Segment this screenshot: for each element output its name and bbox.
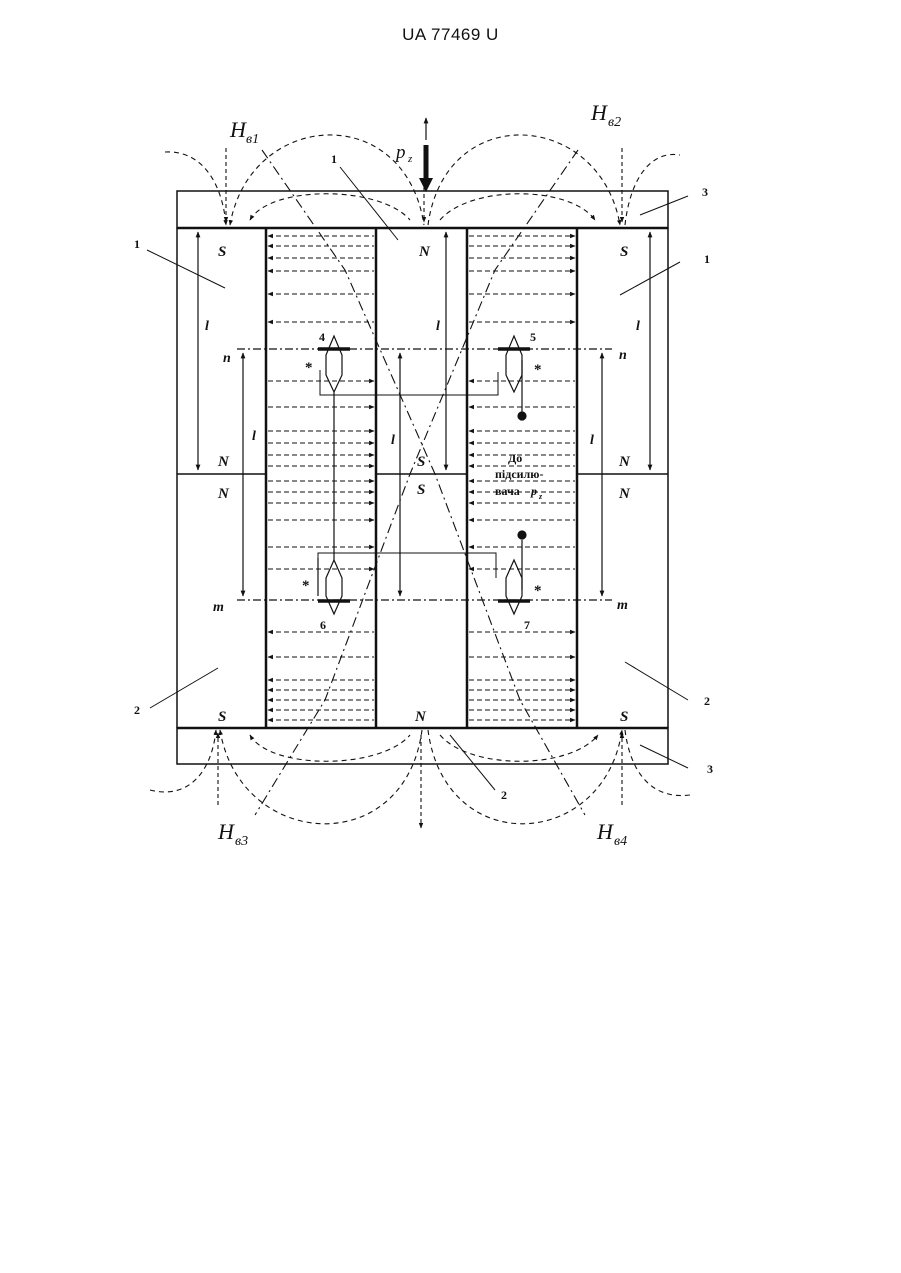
- pole-mid-left-upper: N: [217, 454, 230, 470]
- bottom-plate: [177, 728, 668, 764]
- connection-upper: [320, 370, 498, 395]
- label-m-right: m: [617, 598, 628, 613]
- pole-top-right: S: [620, 244, 628, 260]
- sensor-6: [318, 558, 350, 614]
- star-6: *: [302, 578, 310, 594]
- part-6: 6: [320, 618, 326, 632]
- pole-mid-right-upper: N: [618, 454, 631, 470]
- pole-top-left: S: [218, 244, 226, 260]
- label-pz-sub: z: [407, 153, 413, 165]
- pressure-arrow: [419, 118, 433, 192]
- label-hv3-sub: в3: [235, 834, 248, 849]
- pole-bottom-center: N: [414, 709, 427, 725]
- label-hv4-sub: в4: [614, 834, 627, 849]
- dim-l-center-lower: l: [391, 433, 395, 448]
- part-1-left: 1: [134, 237, 140, 251]
- part-4: 4: [319, 330, 325, 344]
- label-hv3-main: H: [217, 819, 235, 844]
- part-2-right: 2: [704, 694, 710, 708]
- part-1-right: 1: [704, 252, 710, 266]
- part-7: 7: [524, 618, 530, 632]
- dim-l-left-lower: l: [252, 429, 256, 444]
- dim-l-right-upper: l: [636, 319, 640, 334]
- amplifier-line1: До: [508, 451, 522, 465]
- label-hv2-sub: в2: [608, 115, 621, 130]
- star-5: *: [534, 362, 542, 378]
- label-hv2-main: H: [590, 100, 608, 125]
- top-plate: [177, 191, 668, 228]
- label-pz-main: p: [394, 142, 406, 163]
- dim-l-right-lower: l: [590, 433, 594, 448]
- label-n-left: n: [223, 351, 231, 366]
- pole-top-center: N: [418, 244, 431, 260]
- pole-bottom-left: S: [218, 709, 226, 725]
- label-m-left: m: [213, 600, 224, 615]
- part-3-bottom: 3: [707, 762, 713, 776]
- amplifier-var: p: [530, 484, 537, 498]
- sensor-4: [318, 336, 350, 560]
- part-2-left: 2: [134, 703, 140, 717]
- pole-mid-right-lower: N: [618, 486, 631, 502]
- part-5: 5: [530, 330, 536, 344]
- label-hv1-sub: в1: [246, 132, 259, 147]
- pole-bottom-right: S: [620, 709, 628, 725]
- amplifier-line3: вача: [495, 484, 520, 498]
- outer-structure: [177, 191, 668, 764]
- pole-mid-center-lower: S: [417, 482, 425, 498]
- star-7: *: [534, 583, 542, 599]
- pole-mid-left-lower: N: [217, 486, 230, 502]
- leader-lines: [147, 167, 688, 790]
- part-3-top: 3: [702, 185, 708, 199]
- sensor-7: [498, 531, 530, 614]
- label-hv4-main: H: [596, 819, 614, 844]
- pole-mid-center-upper: S: [417, 454, 425, 470]
- amplifier-sub: z: [538, 492, 543, 501]
- part-1-center: 1: [331, 152, 337, 166]
- part-2-bottom: 2: [501, 788, 507, 802]
- star-4: *: [305, 360, 313, 376]
- amplifier-line2: підсилю-: [495, 467, 543, 481]
- dim-l-center-upper: l: [436, 319, 440, 334]
- dim-l-left-upper: l: [205, 319, 209, 334]
- label-n-right: n: [619, 348, 627, 363]
- label-hv1-main: H: [229, 117, 247, 142]
